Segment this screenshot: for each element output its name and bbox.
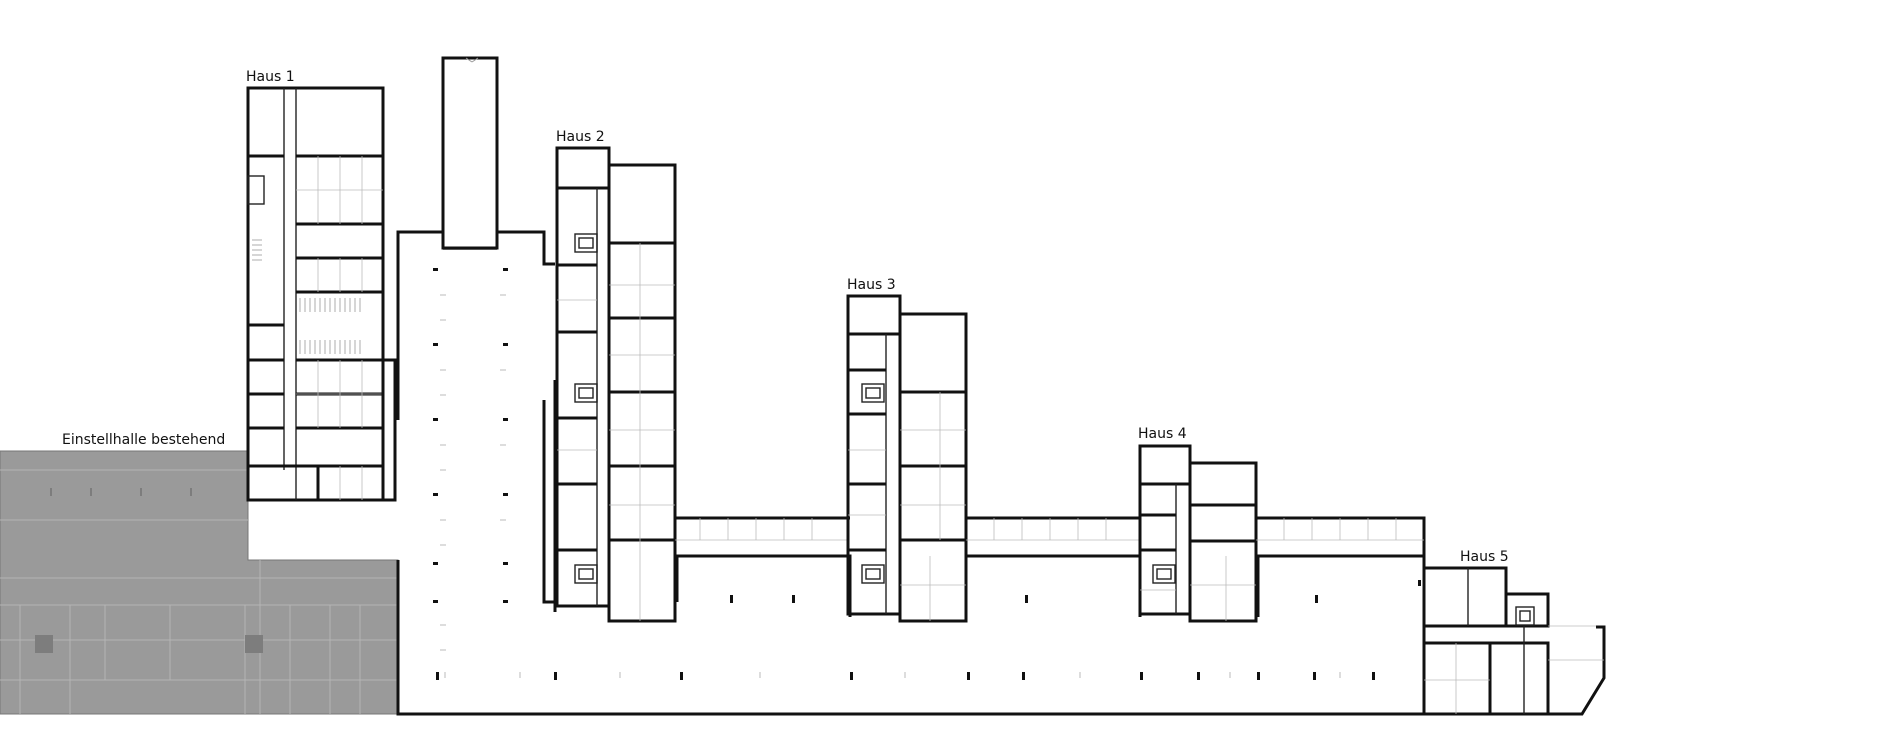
label-house-2: Haus 2 — [556, 129, 605, 145]
house-4 — [1138, 444, 1258, 623]
label-house-4: Haus 4 — [1138, 426, 1187, 442]
parking-stall-ticks — [440, 294, 1341, 678]
ramp-tower — [441, 56, 499, 250]
corridor-4-5 — [1254, 516, 1426, 558]
house-3 — [846, 294, 968, 623]
house-1 — [246, 86, 397, 502]
label-existing-garage: Einstellhalle bestehend — [62, 432, 226, 448]
house-2 — [553, 146, 677, 623]
existing-garage — [0, 450, 399, 715]
corridor-3-4 — [964, 516, 1142, 558]
corridor-2-3 — [673, 516, 850, 558]
house-5 — [1422, 566, 1604, 716]
label-house-1: Haus 1 — [246, 69, 295, 85]
label-house-3: Haus 3 — [847, 277, 896, 293]
label-house-5: Haus 5 — [1460, 549, 1509, 565]
parking-columns — [433, 268, 1421, 680]
